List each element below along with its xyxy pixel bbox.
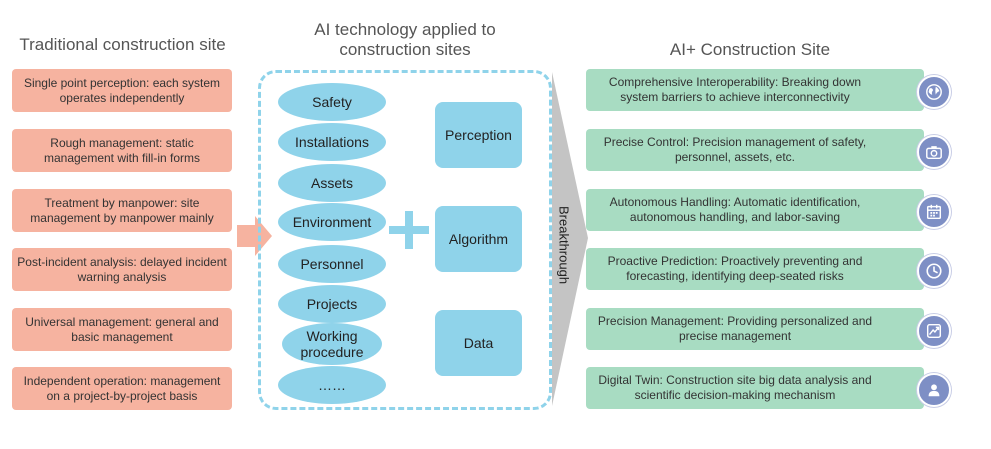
element-safety: Safety [278,83,386,121]
ai-site-heading: AI+ Construction Site [669,40,831,59]
element-more: …… [278,366,386,404]
element-installations: Installations [278,123,386,161]
element-assets: Assets [278,164,386,202]
ai-site-item-4: Proactive Prediction: Proactively preven… [586,248,924,290]
person-icon [917,373,951,407]
ai-site-item-1: Comprehensive Interoperability: Breaking… [586,69,924,111]
capability-data: Data [435,310,522,376]
traditional-item-1: Single point perception: each system ope… [12,69,232,112]
ai-site-item-3: Autonomous Handling: Automatic identific… [586,189,924,231]
globe-icon [917,75,951,109]
camera-icon [917,135,951,169]
ai-technology-frame [258,70,552,410]
traditional-item-4: Post-incident analysis: delayed incident… [12,248,232,291]
capability-algorithm: Algorithm [435,206,522,272]
element-personnel: Personnel [278,245,386,283]
ai-site-item-2: Precise Control: Precision management of… [586,129,924,171]
clock-icon [917,254,951,288]
traditional-item-2: Rough management: static management with… [12,129,232,172]
traditional-item-5: Universal management: general and basic … [12,308,232,351]
element-environment: Environment [278,203,386,241]
calendar-icon [917,195,951,229]
capability-perception: Perception [435,102,522,168]
breakthrough-label: Breakthrough [556,205,572,285]
traditional-item-6: Independent operation: management on a p… [12,367,232,410]
breakthrough-label-wrap: Breakthrough [552,200,576,290]
element-projects: Projects [278,285,386,323]
element-working-procedure: Working procedure [282,323,382,365]
traditional-item-3: Treatment by manpower: site management b… [12,189,232,232]
ai-site-item-6: Digital Twin: Construction site big data… [586,367,924,409]
traditional-heading: Traditional construction site [19,35,226,54]
plus-icon [389,211,429,249]
breakthrough-arrow [552,72,588,406]
ai-site-item-5: Precision Management: Providing personal… [586,308,924,350]
right-arrow [237,216,272,256]
ai-technology-heading: AI technology applied to construction si… [314,20,496,59]
trend-chart-icon [917,314,951,348]
